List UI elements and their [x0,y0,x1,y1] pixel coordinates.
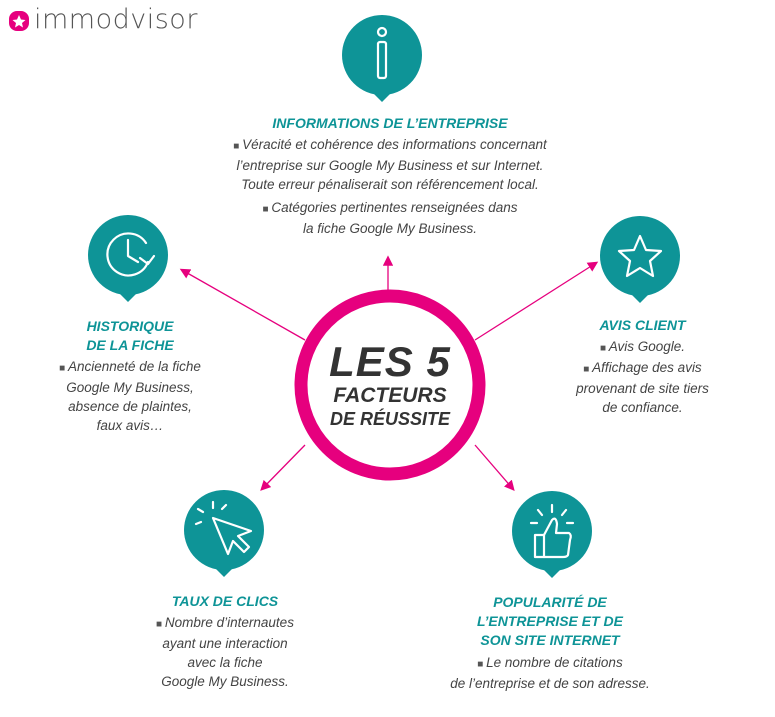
factor-avis-client: AVIS CLIENT Avis Google. Affichage des a… [555,316,730,417]
factor-text: la fiche Google My Business. [302,221,478,236]
bubble-star [600,216,680,303]
factor-text: de l’entreprise et de son adresse. [450,676,650,691]
title-line: DE LA FICHE [86,337,174,353]
factor-title: INFORMATIONS DE L’ENTREPRISE [272,115,508,131]
arrows [179,255,599,491]
factor-text: faux avis… [96,418,164,433]
factor-text: absence de plaintes, [68,399,192,414]
center-ring [294,289,486,481]
factor-historique: HISTORIQUE DE LA FICHE Ancienneté de la … [40,317,220,435]
title-line: POPULARITÉ DE [493,594,607,610]
factor-title: AVIS CLIENT [599,317,686,333]
bubble-clock [88,215,168,302]
factor-text: Catégories pertinentes renseignées dans [263,200,518,215]
arrow-top-left [179,268,306,341]
factor-text: l’entreprise sur Google My Business et s… [236,158,544,173]
factor-text: Le nombre de citations [477,655,622,670]
factor-text: Véracité et cohérence des informations c… [233,137,547,152]
factor-title: POPULARITÉ DE L’ENTREPRISE ET DE SON SIT… [410,593,690,650]
arrow-bottom-right [474,444,515,491]
factor-text: provenant de site tiers [576,381,709,396]
clock-history-icon [106,232,156,277]
info-icon [376,26,388,80]
factor-popularite: POPULARITÉ DE L’ENTREPRISE ET DE SON SIT… [410,593,690,693]
bubble-thumb [512,491,592,578]
factor-text: Google My Business. [161,674,289,689]
factor-text: avec la fiche [187,655,263,670]
center-line-2: FACTEURS [333,384,447,407]
factor-text: Toute erreur pénaliserait son référencem… [241,177,539,192]
center-line-1: LES 5 [329,338,451,385]
arrow-top-right [474,261,599,341]
factor-text: Google My Business, [66,380,194,395]
bubble-info [342,15,422,102]
factor-title: TAUX DE CLICS [171,593,279,609]
factor-taux-clics: TAUX DE CLICS Nombre d’internautes ayant… [135,592,315,691]
factor-text: ayant une interaction [162,636,288,651]
title-line: L’ENTREPRISE ET DE [477,613,623,629]
factor-informations: INFORMATIONS DE L’ENTREPRISE Véracité et… [190,114,590,238]
factor-text: Ancienneté de la fiche [59,359,201,374]
logo-star-icon [9,10,29,31]
star-icon [617,234,663,278]
center-line-3: DE RÉUSSITE [329,409,451,429]
brand-name: immodvisor [34,4,198,35]
thumbs-up-icon [529,503,575,559]
title-line: SON SITE INTERNET [480,632,620,648]
cursor-click-icon [194,500,253,556]
factor-text: Avis Google. [600,339,685,354]
factor-text: de confiance. [602,400,683,415]
factor-title: HISTORIQUE DE LA FICHE [40,317,220,355]
center-title: LES 5 FACTEURS DE RÉUSSITE [300,340,480,430]
arrow-bottom-left [260,444,306,491]
factor-text: Nombre d’internautes [156,615,294,630]
title-line: HISTORIQUE [86,318,174,334]
factor-text: Affichage des avis [583,360,701,375]
brand-logo: immodvisor [8,4,198,35]
bubble-cursor [184,490,264,577]
